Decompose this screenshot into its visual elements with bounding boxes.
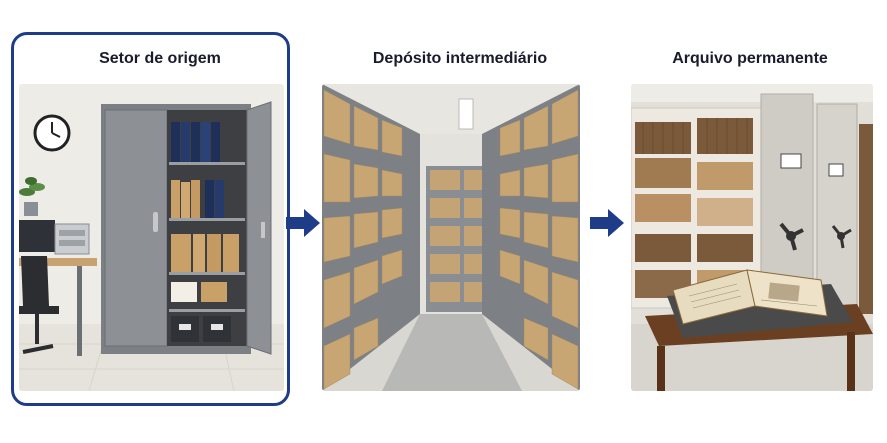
intermediate-depot-image <box>322 84 580 391</box>
plant-icon <box>19 177 45 216</box>
arrow-right-icon <box>590 209 624 237</box>
arrow-right-icon <box>286 209 320 237</box>
crank-wheel-icon <box>831 225 852 249</box>
stage-title-origin: Setor de origem <box>99 50 221 67</box>
stage-title-intermediate: Depósito intermediário <box>372 50 548 67</box>
wall-clock-icon <box>33 114 71 152</box>
crank-wheel-icon <box>779 222 804 251</box>
filing-cabinet-icon <box>101 101 272 355</box>
open-book-icon <box>672 269 828 325</box>
origin-office-image <box>19 84 284 391</box>
stage-title-permanent: Arquivo permanente <box>672 50 828 67</box>
permanent-archive-image <box>631 84 873 391</box>
